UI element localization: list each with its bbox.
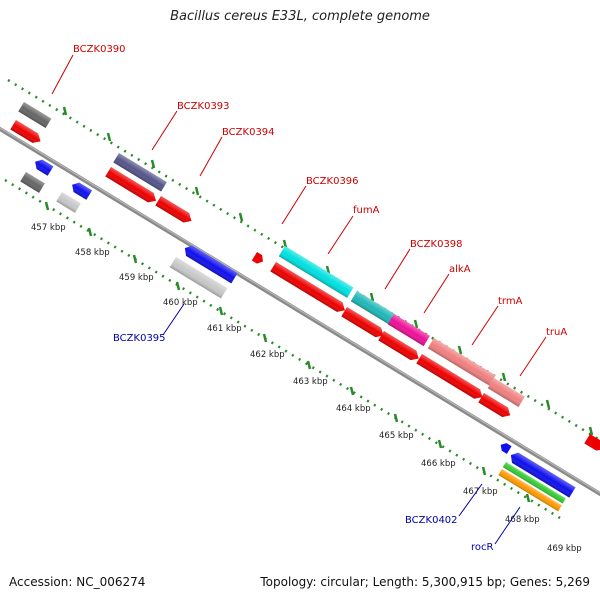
map-title: Bacillus cereus E33L, complete genome [170, 9, 430, 24]
feature-bczk0398[interactable] [387, 314, 430, 347]
inner-tick-track [4, 178, 561, 520]
feature-alka[interactable] [427, 338, 496, 386]
feature-rev-blue-2[interactable] [69, 180, 93, 200]
feature-rocr[interactable] [498, 469, 562, 512]
feature-rev-gray-1[interactable] [20, 172, 45, 193]
gene-label[interactable]: alkA [449, 264, 471, 275]
feature-bczk0393[interactable] [113, 153, 167, 192]
kbp-label: 457 kbp [31, 223, 66, 233]
gene-label[interactable]: BCZK0393 [177, 101, 230, 112]
feature-bczk0395[interactable] [169, 257, 228, 299]
feature-fuma-cds[interactable] [341, 307, 386, 340]
gene-label[interactable]: BCZK0390 [73, 44, 126, 55]
gene-label[interactable]: BCZK0402 [405, 515, 458, 526]
gene-label[interactable]: BCZK0395 [113, 333, 166, 344]
feature-bczk0402[interactable] [502, 462, 566, 504]
feature-bczk0390[interactable] [18, 102, 52, 129]
feature-trua[interactable] [487, 378, 525, 407]
genome-summary-text: Topology: circular; Length: 5,300,915 bp… [260, 575, 590, 589]
kbp-label: 466 kbp [421, 459, 456, 469]
kbp-label: 465 kbp [379, 431, 414, 441]
feature-bczk0402-blue[interactable] [508, 450, 576, 498]
gene-labels: BCZK0390 BCZK0393 BCZK0394 BCZK0396 fumA… [73, 44, 567, 553]
feature-small-blue[interactable] [498, 441, 512, 454]
gene-label[interactable]: BCZK0398 [410, 239, 463, 250]
leader-lines [51, 54, 547, 545]
gene-label[interactable]: trmA [498, 296, 523, 307]
feature-small-cds[interactable] [251, 252, 266, 266]
gene-label[interactable]: rocR [471, 542, 494, 553]
feature-bczk0394[interactable] [155, 196, 194, 226]
feature-bczk0393-cds[interactable] [105, 167, 159, 205]
feature-alka-cds[interactable] [416, 354, 485, 402]
feature-fuma[interactable] [350, 291, 396, 325]
outer-tick-track [7, 78, 600, 442]
major-ticks [44, 201, 531, 503]
kbp-label: 469 kbp [547, 544, 582, 554]
feature-rev-gray-2[interactable] [56, 192, 81, 213]
feature-bczk0398-cds[interactable] [378, 331, 421, 363]
genome-backbone-highlight [0, 127, 600, 494]
genome-backbone [0, 126, 600, 497]
feature-bczk0390-cds[interactable] [10, 120, 43, 146]
accession-text: Accession: NC_006274 [9, 575, 146, 589]
feature-rev-blue-1[interactable] [32, 157, 54, 176]
kbp-label: 458 kbp [75, 248, 110, 258]
forward-features [10, 102, 600, 454]
kbp-label: 461 kbp [207, 324, 242, 334]
kbp-labels: 457 kbp 458 kbp 459 kbp 460 kbp 461 kbp … [31, 223, 582, 554]
kbp-label: 468 kbp [505, 515, 540, 525]
feature-bczk0396[interactable] [278, 246, 354, 298]
reverse-features [20, 157, 576, 512]
kbp-label: 467 kbp [463, 487, 498, 497]
feature-bczk0396-cds[interactable] [270, 262, 347, 315]
outer-major-ticks [62, 106, 594, 436]
gene-label[interactable]: BCZK0396 [306, 176, 359, 187]
kbp-label: 463 kbp [293, 377, 328, 387]
kbp-label: 459 kbp [119, 273, 154, 283]
kbp-label: 460 kbp [163, 298, 198, 308]
feature-edge-cds[interactable] [584, 434, 600, 454]
gene-label[interactable]: BCZK0394 [222, 127, 275, 138]
gene-label[interactable]: fumA [353, 205, 380, 216]
kbp-label: 464 kbp [336, 404, 371, 414]
feature-bczk0395-blue[interactable] [182, 243, 238, 284]
feature-trua-cds[interactable] [478, 393, 513, 420]
kbp-label: 462 kbp [250, 350, 285, 360]
gene-label[interactable]: truA [546, 327, 567, 338]
